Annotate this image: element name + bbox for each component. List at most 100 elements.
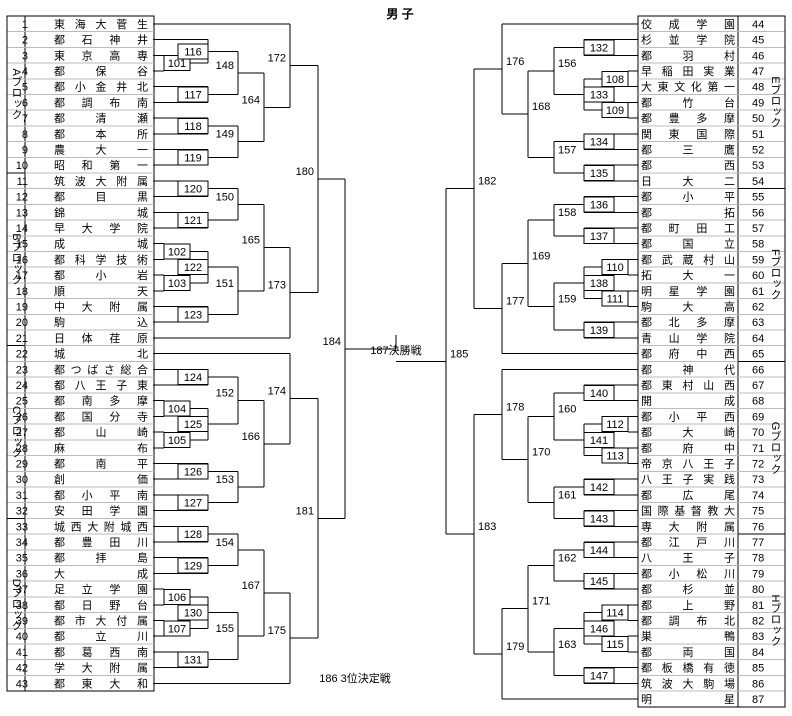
match-number: 171 bbox=[532, 596, 550, 608]
team-name: 日大二 bbox=[641, 174, 735, 188]
team-name: 筑波大駒場 bbox=[641, 676, 735, 690]
match-number: 150 bbox=[216, 191, 234, 203]
team-number: 36 bbox=[16, 568, 28, 580]
match-number: 166 bbox=[242, 431, 260, 443]
team-number: 46 bbox=[752, 50, 764, 62]
team-number: 14 bbox=[16, 223, 28, 235]
match-number: 127 bbox=[184, 498, 202, 510]
team-number: 16 bbox=[16, 254, 28, 266]
team-name: 八王子実践 bbox=[641, 472, 735, 486]
match-number: 180 bbox=[296, 166, 314, 178]
match-number: 140 bbox=[590, 388, 608, 400]
match-number: 163 bbox=[558, 639, 576, 651]
team-name: 城西大附城西 bbox=[54, 519, 148, 533]
team-number: 57 bbox=[752, 223, 764, 235]
team-number: 26 bbox=[16, 411, 28, 423]
page-title: 男 子 bbox=[386, 7, 413, 21]
block-label: Bブロック bbox=[10, 233, 22, 284]
match-number: 154 bbox=[216, 537, 234, 549]
team-number: 87 bbox=[752, 694, 764, 706]
team-number: 8 bbox=[22, 129, 28, 141]
team-name: 都日野台 bbox=[54, 598, 148, 612]
team-name: 都西 bbox=[641, 159, 735, 172]
team-name: 明星学園 bbox=[641, 284, 735, 298]
team-name: 都国立 bbox=[641, 237, 735, 251]
team-number: 61 bbox=[752, 286, 764, 298]
team-name: 農大一 bbox=[54, 142, 148, 156]
match-number: 129 bbox=[184, 561, 202, 573]
match-number: 108 bbox=[606, 74, 624, 86]
team-name: 順天 bbox=[54, 285, 148, 298]
team-name: 都北多摩 bbox=[641, 315, 735, 329]
team-name: 都町田工 bbox=[641, 222, 735, 235]
team-number: 13 bbox=[16, 207, 28, 219]
team-number: 38 bbox=[16, 600, 28, 612]
team-name: 帝京八王子 bbox=[641, 456, 735, 470]
team-number: 5 bbox=[22, 82, 28, 94]
block-label: Aブロック bbox=[10, 69, 22, 120]
team-number: 67 bbox=[752, 380, 764, 392]
team-number: 77 bbox=[752, 537, 764, 549]
match-number: 184 bbox=[323, 336, 341, 348]
match-number: 137 bbox=[590, 231, 608, 243]
match-number: 155 bbox=[216, 623, 234, 635]
team-number: 83 bbox=[752, 631, 764, 643]
team-name: 都小松川 bbox=[641, 566, 735, 580]
team-number: 30 bbox=[16, 474, 28, 486]
team-name: 青山学院 bbox=[641, 331, 735, 345]
team-name: 城北 bbox=[54, 348, 148, 361]
match-number: 118 bbox=[184, 121, 202, 133]
team-name: 東京高専 bbox=[54, 48, 148, 62]
team-number: 79 bbox=[752, 568, 764, 580]
team-name: 足立学園 bbox=[54, 582, 148, 596]
match-number: 173 bbox=[268, 280, 286, 292]
team-number: 43 bbox=[16, 678, 28, 690]
team-number: 52 bbox=[752, 144, 764, 156]
team-number: 11 bbox=[17, 176, 28, 188]
team-number: 50 bbox=[752, 113, 764, 125]
team-name: 都小平南 bbox=[54, 489, 148, 502]
team-number: 45 bbox=[752, 35, 764, 47]
match-number: 119 bbox=[184, 152, 202, 164]
team-number: 54 bbox=[752, 176, 764, 188]
block-label: Gブロック bbox=[769, 422, 781, 475]
team-number: 71 bbox=[752, 443, 764, 455]
team-number: 44 bbox=[752, 19, 764, 31]
team-name: 筑波大附属 bbox=[54, 174, 148, 188]
team-number: 25 bbox=[16, 396, 28, 408]
team-number: 29 bbox=[16, 458, 28, 470]
team-name: 都つばさ総合 bbox=[54, 362, 148, 376]
team-name: 成城 bbox=[54, 238, 148, 251]
team-name: 都三鷹 bbox=[641, 142, 735, 156]
team-name: 駒込 bbox=[54, 316, 148, 329]
match-number: 156 bbox=[558, 58, 576, 70]
team-name: 都科学技術 bbox=[54, 252, 148, 266]
team-number: 39 bbox=[16, 615, 28, 627]
team-name: 創価 bbox=[54, 472, 148, 486]
match-number: 110 bbox=[606, 262, 624, 274]
team-name: 都羽村 bbox=[641, 48, 735, 62]
match-number: 116 bbox=[184, 46, 202, 58]
team-number: 80 bbox=[752, 584, 764, 596]
team-number: 81 bbox=[752, 600, 764, 612]
team-number: 3 bbox=[22, 50, 28, 62]
team-number: 2 bbox=[22, 35, 28, 47]
team-name: 都国分寺 bbox=[54, 410, 148, 423]
team-name: 専大附属 bbox=[641, 519, 735, 533]
team-number: 12 bbox=[16, 192, 28, 204]
team-name: 国際基督教大 bbox=[641, 504, 735, 518]
team-number: 41 bbox=[16, 647, 28, 659]
match-number: 133 bbox=[590, 90, 608, 102]
team-number: 34 bbox=[16, 537, 28, 549]
match-number: 131 bbox=[184, 655, 202, 667]
team-number: 17 bbox=[16, 270, 28, 282]
team-number: 48 bbox=[752, 82, 764, 94]
team-number: 22 bbox=[16, 349, 28, 361]
match-number: 143 bbox=[590, 513, 608, 525]
match-number: 157 bbox=[558, 144, 576, 156]
match-number: 111 bbox=[607, 294, 624, 306]
team-name: 東海大菅生 bbox=[54, 17, 148, 31]
team-name: 都両国 bbox=[641, 646, 735, 659]
match-number: 174 bbox=[268, 386, 286, 398]
